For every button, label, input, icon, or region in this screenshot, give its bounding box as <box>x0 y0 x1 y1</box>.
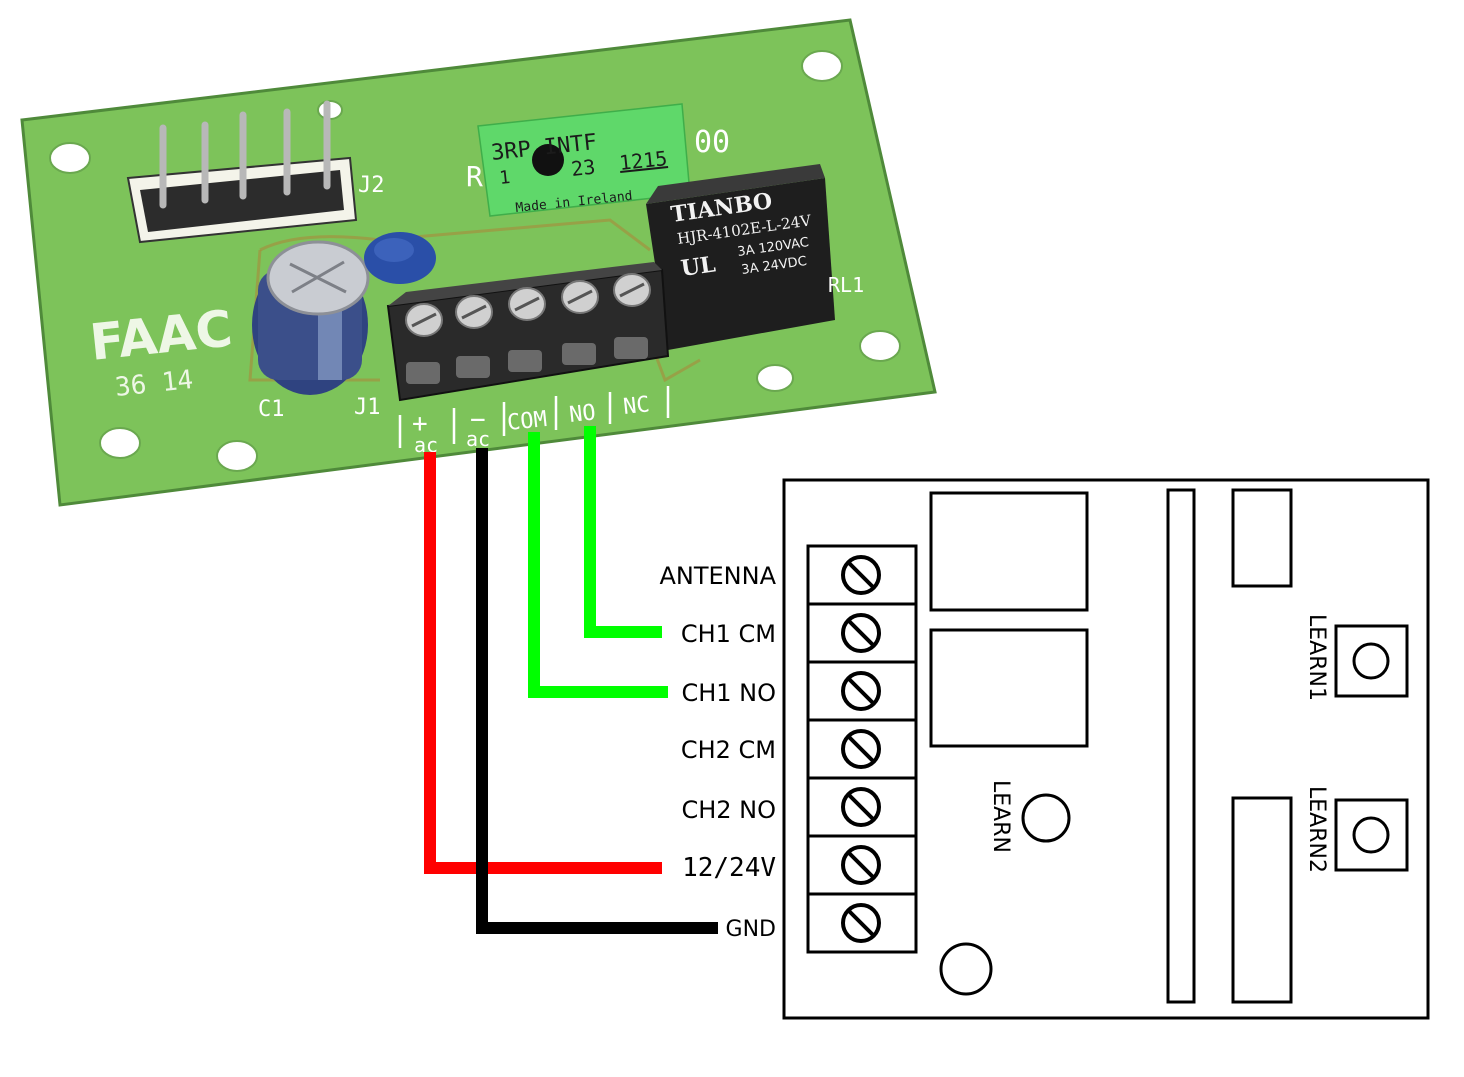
pcb-substrate <box>20 18 937 507</box>
silk-r: R <box>466 160 483 193</box>
silk-j1: J1 <box>354 395 381 420</box>
terminal-screw-12-24v <box>841 845 881 885</box>
receiver-chip-top <box>1231 488 1293 588</box>
label-ch2-cm: CH2 CM <box>681 736 776 764</box>
label-ch1-no: CH1 NO <box>681 679 776 707</box>
terminal-5-top: NC <box>622 392 651 420</box>
terminal-screw-antenna <box>841 555 881 595</box>
wire-green-no-ch1-cm <box>584 426 662 638</box>
wire-black-gnd <box>476 448 718 934</box>
sticker-line2-a: 1 <box>498 167 511 189</box>
terminal-screw-ch1-no <box>841 671 881 711</box>
learn2-label: LEARN2 <box>1304 786 1329 873</box>
learn1-button[interactable] <box>1334 624 1409 698</box>
terminal-2-top: − <box>470 405 486 435</box>
silk-c1: C1 <box>258 397 285 422</box>
learn2-button[interactable] <box>1334 798 1409 872</box>
label-12-24v: 12/24V <box>682 853 776 883</box>
terminal-4-top: NO <box>568 400 597 428</box>
receiver-board: ANTENNA CH1 CM CH1 NO CH2 CM CH2 NO 12/2… <box>659 478 1430 1020</box>
receiver-terminal-labels: ANTENNA CH1 CM CH1 NO CH2 CM CH2 NO 12/2… <box>659 562 776 942</box>
receiver-relay-1 <box>929 491 1089 612</box>
label-antenna: ANTENNA <box>659 562 776 590</box>
relay: TIANBO HJR-4102E-L-24V UL 3A 120VAC 3A 2… <box>646 164 835 350</box>
silk-j2: J2 <box>358 173 385 198</box>
j2-header <box>126 100 358 244</box>
sticker-line2-b: 23 <box>570 155 596 181</box>
ceramic-capacitor <box>364 232 436 284</box>
terminal-screw-gnd <box>841 903 881 943</box>
sticker-line2-c: 1215 <box>618 146 668 175</box>
relay-ul-mark: UL <box>679 251 717 282</box>
electrolytic-capacitor <box>252 240 370 395</box>
silk-rl1: RL1 <box>828 273 864 297</box>
pcb-board: J2 3RP INTF 1 23 1215 Made in Ireland R … <box>20 18 937 507</box>
receiver-terminal-block <box>806 544 918 954</box>
wire-red-12-24v <box>424 452 662 874</box>
wiring <box>424 426 718 934</box>
receiver-vertical-strip <box>1166 488 1196 1004</box>
learn-label: LEARN <box>988 780 1013 853</box>
label-gnd: GND <box>726 917 776 942</box>
terminal-screw-ch2-no <box>841 787 881 827</box>
learn1-label: LEARN1 <box>1304 614 1329 701</box>
terminal-screw-ch2-cm <box>841 729 881 769</box>
terminal-block-j1 <box>386 262 670 402</box>
receiver-chip-bottom <box>1231 796 1293 1004</box>
learn-button[interactable] <box>1021 793 1071 843</box>
terminal-2-bottom: ac <box>466 427 490 451</box>
label-ch1-cm: CH1 CM <box>681 620 776 648</box>
terminal-3-top: COM <box>506 407 548 436</box>
sticker-hole <box>532 144 564 176</box>
receiver-relay-2 <box>929 628 1089 748</box>
terminal-screw-ch1-cm <box>841 613 881 653</box>
label-ch2-no: CH2 NO <box>681 796 776 824</box>
silk-00: 00 <box>694 125 730 160</box>
led-indicator <box>939 942 993 996</box>
wire-green-com-ch1-no <box>528 432 668 698</box>
terminal-1-top: + <box>412 409 428 439</box>
